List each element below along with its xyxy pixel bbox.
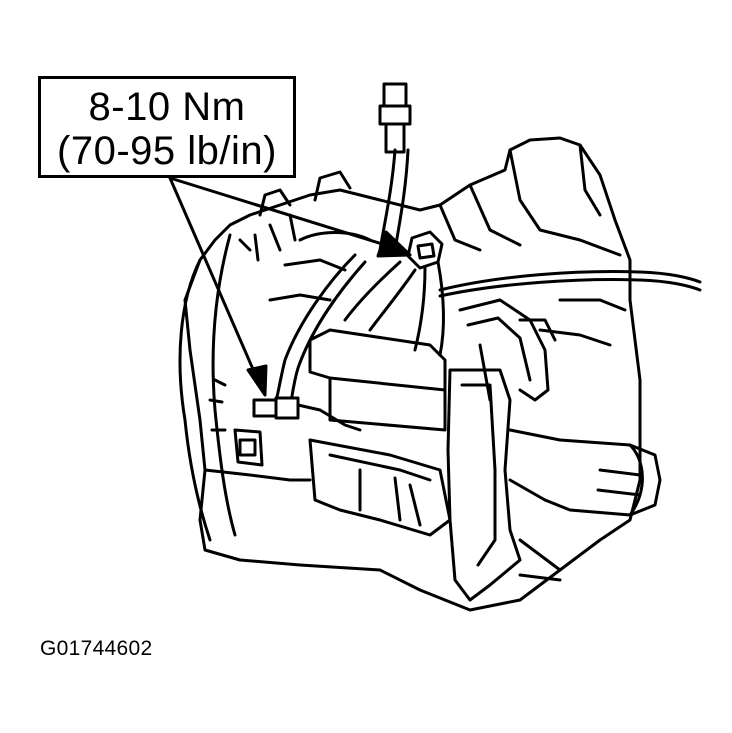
leader-line-lower — [168, 176, 264, 392]
arrowhead-upper — [376, 230, 412, 258]
lower-bolt — [252, 398, 278, 418]
bell-housing-inner — [211, 233, 237, 537]
front-bracket — [446, 368, 522, 602]
torque-callout: 8-10 Nm (70-95 lb/in) — [38, 76, 296, 178]
cross-member — [308, 438, 452, 537]
left-pipe — [273, 253, 357, 407]
torque-lbin-label: (70-95 lb/in) — [57, 129, 277, 173]
figure-id: G01744602 — [40, 637, 153, 660]
bell-housing — [178, 258, 212, 542]
leader-line-upper — [168, 176, 397, 250]
drive-flange — [543, 438, 662, 517]
arrowhead-lower — [246, 364, 268, 397]
oil-pan — [308, 328, 447, 392]
cable — [438, 270, 702, 292]
hose-fitting — [382, 82, 408, 108]
torque-nm-label: 8-10 Nm — [88, 85, 246, 129]
right-housing — [508, 148, 622, 257]
